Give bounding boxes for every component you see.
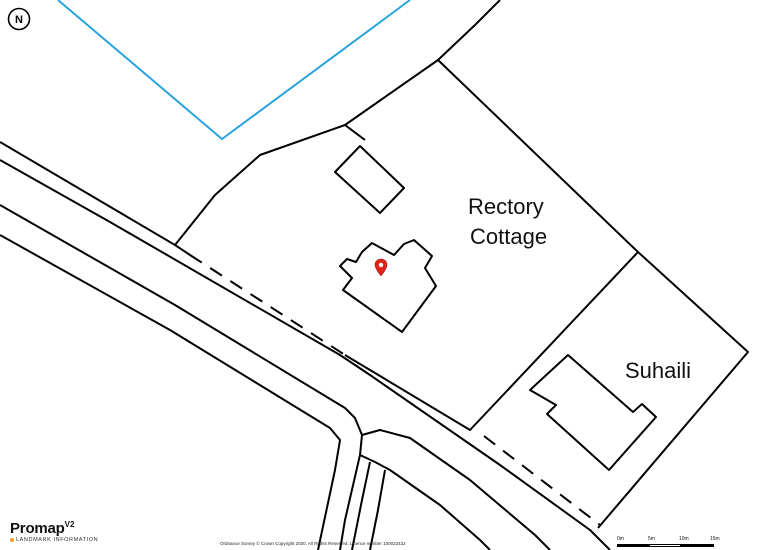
- road-edge-3: [0, 204, 363, 550]
- road-edge-8: [369, 469, 386, 550]
- outbuilding[interactable]: [334, 145, 405, 214]
- road-edge-2: [0, 159, 611, 550]
- road-edge-4: [0, 234, 341, 550]
- scale-segment-3: [681, 544, 714, 547]
- scale-label-0: 0m: [617, 536, 624, 542]
- track-edge-1: [174, 0, 501, 246]
- brand-dot-icon: [10, 537, 14, 542]
- road-edge-7: [351, 461, 371, 550]
- label-cottage: Cottage: [470, 224, 548, 249]
- scale-bar: 0m 5m 10m 15m: [617, 536, 720, 550]
- scale-label-10: 10m: [679, 536, 689, 542]
- promap-logo: PromapV2 LANDMARK INFORMATION: [10, 520, 98, 543]
- suhaili-boundary: [597, 251, 749, 529]
- track-edge-2: [344, 124, 366, 141]
- rectory-cottage-building[interactable]: [339, 239, 437, 333]
- road-edge-5: [361, 429, 551, 550]
- location-pin-icon[interactable]: [374, 258, 388, 277]
- road-dashed-line-2: [483, 435, 601, 526]
- brand-version: V2: [64, 520, 75, 529]
- road-dashed-line: [189, 254, 346, 356]
- rectory-cottage-boundary: [344, 59, 639, 431]
- scale-segment-2: [649, 544, 681, 547]
- scale-label-15: 15m: [710, 536, 720, 542]
- blue-boundary-line: [57, 0, 411, 141]
- brand-name: Promap: [10, 520, 65, 537]
- suhaili-building[interactable]: [529, 354, 657, 471]
- north-arrow-icon: N: [7, 7, 31, 31]
- brand-subtitle: LANDMARK INFORMATION: [16, 537, 99, 543]
- road-edge-1: [0, 141, 191, 256]
- copyright-notice: Ordnance Survey © Crown Copyright 2020. …: [220, 541, 406, 546]
- label-suhaili: Suhaili: [625, 358, 692, 383]
- scale-segment-1: [617, 544, 649, 547]
- label-rectory: Rectory: [468, 194, 544, 219]
- scale-label-5: 5m: [648, 536, 655, 542]
- road-edge-6: [359, 454, 491, 550]
- north-letter: N: [15, 14, 23, 26]
